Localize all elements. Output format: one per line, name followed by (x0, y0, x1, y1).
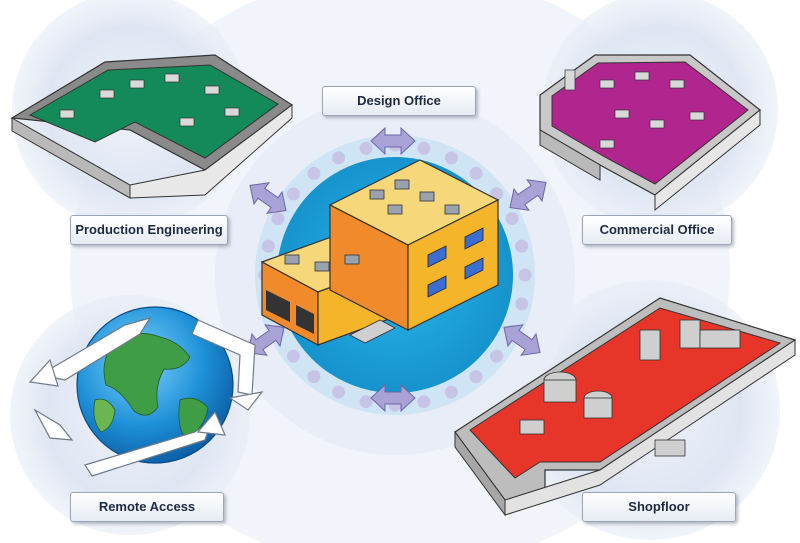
hub-dot (515, 297, 529, 311)
hub-dot (271, 212, 285, 226)
commercial-office-label: Commercial Office (582, 215, 732, 245)
hub-dot (417, 395, 431, 409)
hub-dot (515, 239, 529, 253)
production-engineering-floor (10, 54, 294, 199)
hub-dot (359, 141, 373, 155)
hub-dot (505, 212, 519, 226)
orbit-arrow-icon (28, 317, 264, 477)
office-building-icon (260, 159, 500, 347)
hub-dot (469, 166, 483, 180)
hub-dot (518, 268, 532, 282)
commercial-office-floor (539, 54, 761, 212)
hub-dot (307, 166, 321, 180)
hub-dot (490, 349, 504, 363)
hub-dot (307, 370, 321, 384)
hub-dot (444, 385, 458, 399)
hub-dot (286, 187, 300, 201)
hub-dot (332, 151, 346, 165)
remote-access-label: Remote Access (70, 492, 224, 522)
globe-icon (76, 306, 234, 464)
design-office-label: Design Office (322, 86, 476, 116)
hub-dot (286, 349, 300, 363)
shopfloor-floor (454, 297, 797, 517)
hub-dot (261, 239, 275, 253)
hub-dot (359, 395, 373, 409)
hub-dot (417, 141, 431, 155)
hub-dot (469, 370, 483, 384)
production-engineering-label: Production Engineering (70, 215, 228, 245)
hub-dot (444, 151, 458, 165)
shopfloor-label: Shopfloor (582, 492, 736, 522)
hub-dot (332, 385, 346, 399)
